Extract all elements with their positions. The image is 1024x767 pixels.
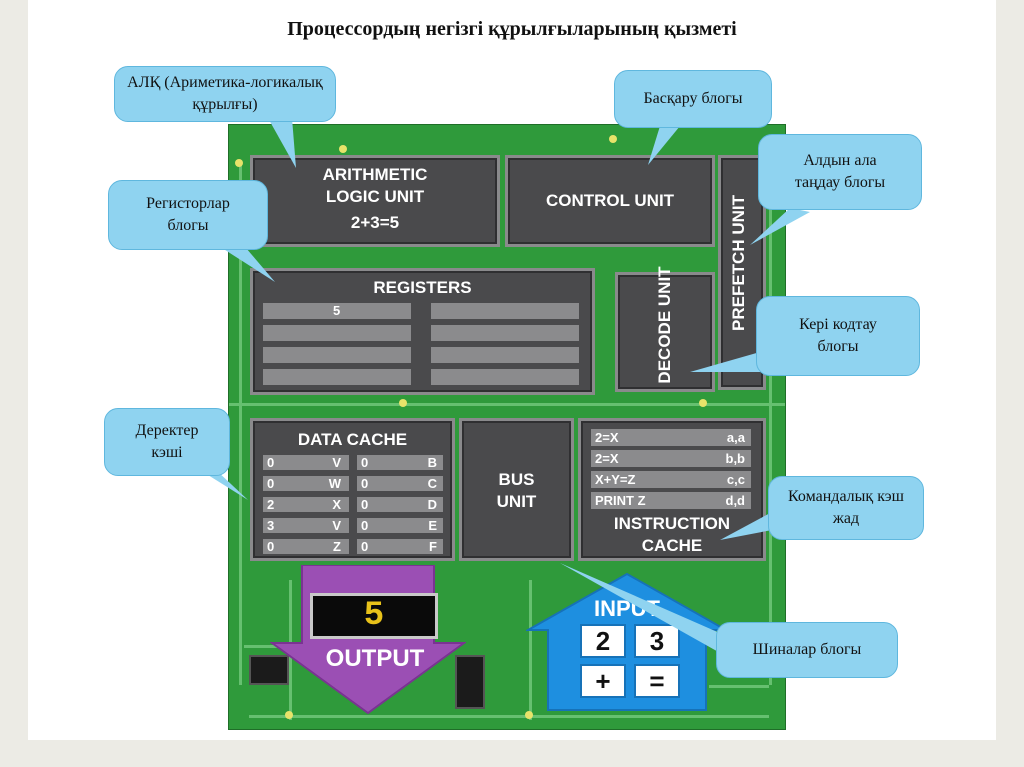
board-trace (239, 165, 242, 685)
page-title: Процессордың негізгі құрылғыларының қызм… (287, 18, 737, 40)
register-slot (431, 325, 579, 341)
callout-tail-data-cache (200, 470, 248, 500)
callout-tail-bus (560, 563, 722, 654)
instruction-cache-label-line2: CACHE (641, 536, 703, 555)
register-slot (263, 369, 411, 385)
bus-unit-label-line2: UNIT (496, 492, 537, 511)
control-unit-block: CONTROL UNIT (505, 155, 715, 247)
alu-example: 2+3=5 (350, 213, 400, 232)
registers-block: REGISTERS 5 (250, 268, 595, 395)
input-key-3: 3 (634, 624, 680, 658)
alu-block: ARITHMETIC LOGIC UNIT 2+3=5 (250, 155, 500, 247)
callout-tail-control (648, 126, 680, 165)
callout-instruction-cache: Командалық кэш жад (768, 476, 924, 540)
board-pad (285, 711, 293, 719)
input-key-equals: = (634, 664, 680, 698)
board-pad (609, 135, 617, 143)
instruction-cache-label-line1: INSTRUCTION (613, 514, 731, 533)
callout-tail-instruction-cache (720, 512, 772, 540)
input-key-2: 2 (580, 624, 626, 658)
output-display-digit: 5 (363, 597, 385, 635)
register-slot (431, 369, 579, 385)
board-trace (529, 580, 532, 720)
board-pad (525, 711, 533, 719)
board-pad (339, 145, 347, 153)
callout-control: Басқару блогы (614, 70, 772, 128)
callout-tail-prefetch (750, 208, 810, 245)
output-display: 5 (310, 593, 438, 639)
data-cache-label: DATA CACHE (297, 430, 408, 449)
callout-bus: Шиналар блогы (716, 622, 898, 678)
control-unit-label: CONTROL UNIT (545, 191, 675, 210)
callout-data-cache: Деректер кэші (104, 408, 230, 476)
board-pad (399, 399, 407, 407)
callout-registers: Регисторлар блогы (108, 180, 268, 250)
alu-label-line2: LOGIC UNIT (325, 187, 425, 206)
board-trace (244, 645, 304, 648)
output-label: OUTPUT (325, 645, 425, 672)
board-chip (249, 655, 289, 685)
board-trace (229, 403, 785, 406)
register-slot: 5 (263, 303, 411, 319)
callout-alu: АЛҚ (Ариметика-логикалық құрылғы) (114, 66, 336, 122)
board-chip (455, 655, 485, 709)
callout-tail-alu (268, 118, 296, 168)
bus-unit-label-line1: BUS (498, 470, 535, 489)
register-slot (431, 347, 579, 363)
input-key-plus: + (580, 664, 626, 698)
callout-tail-decode (690, 352, 760, 372)
register-slot (431, 303, 579, 319)
callout-prefetch: Алдын ала таңдау блогы (758, 134, 922, 210)
board-trace (769, 185, 772, 685)
board-pad (235, 159, 243, 167)
register-value: 5 (333, 303, 341, 318)
board-trace (709, 685, 769, 688)
register-slot (263, 325, 411, 341)
board-trace (249, 715, 769, 718)
callout-tail-registers (222, 248, 275, 282)
bus-unit-block: BUS UNIT (459, 418, 574, 561)
alu-label-line1: ARITHMETIC (322, 165, 428, 184)
register-slot (263, 347, 411, 363)
registers-label: REGISTERS (373, 278, 472, 297)
callout-decode: Кері кодтау блогы (756, 296, 920, 376)
board-pad (699, 399, 707, 407)
